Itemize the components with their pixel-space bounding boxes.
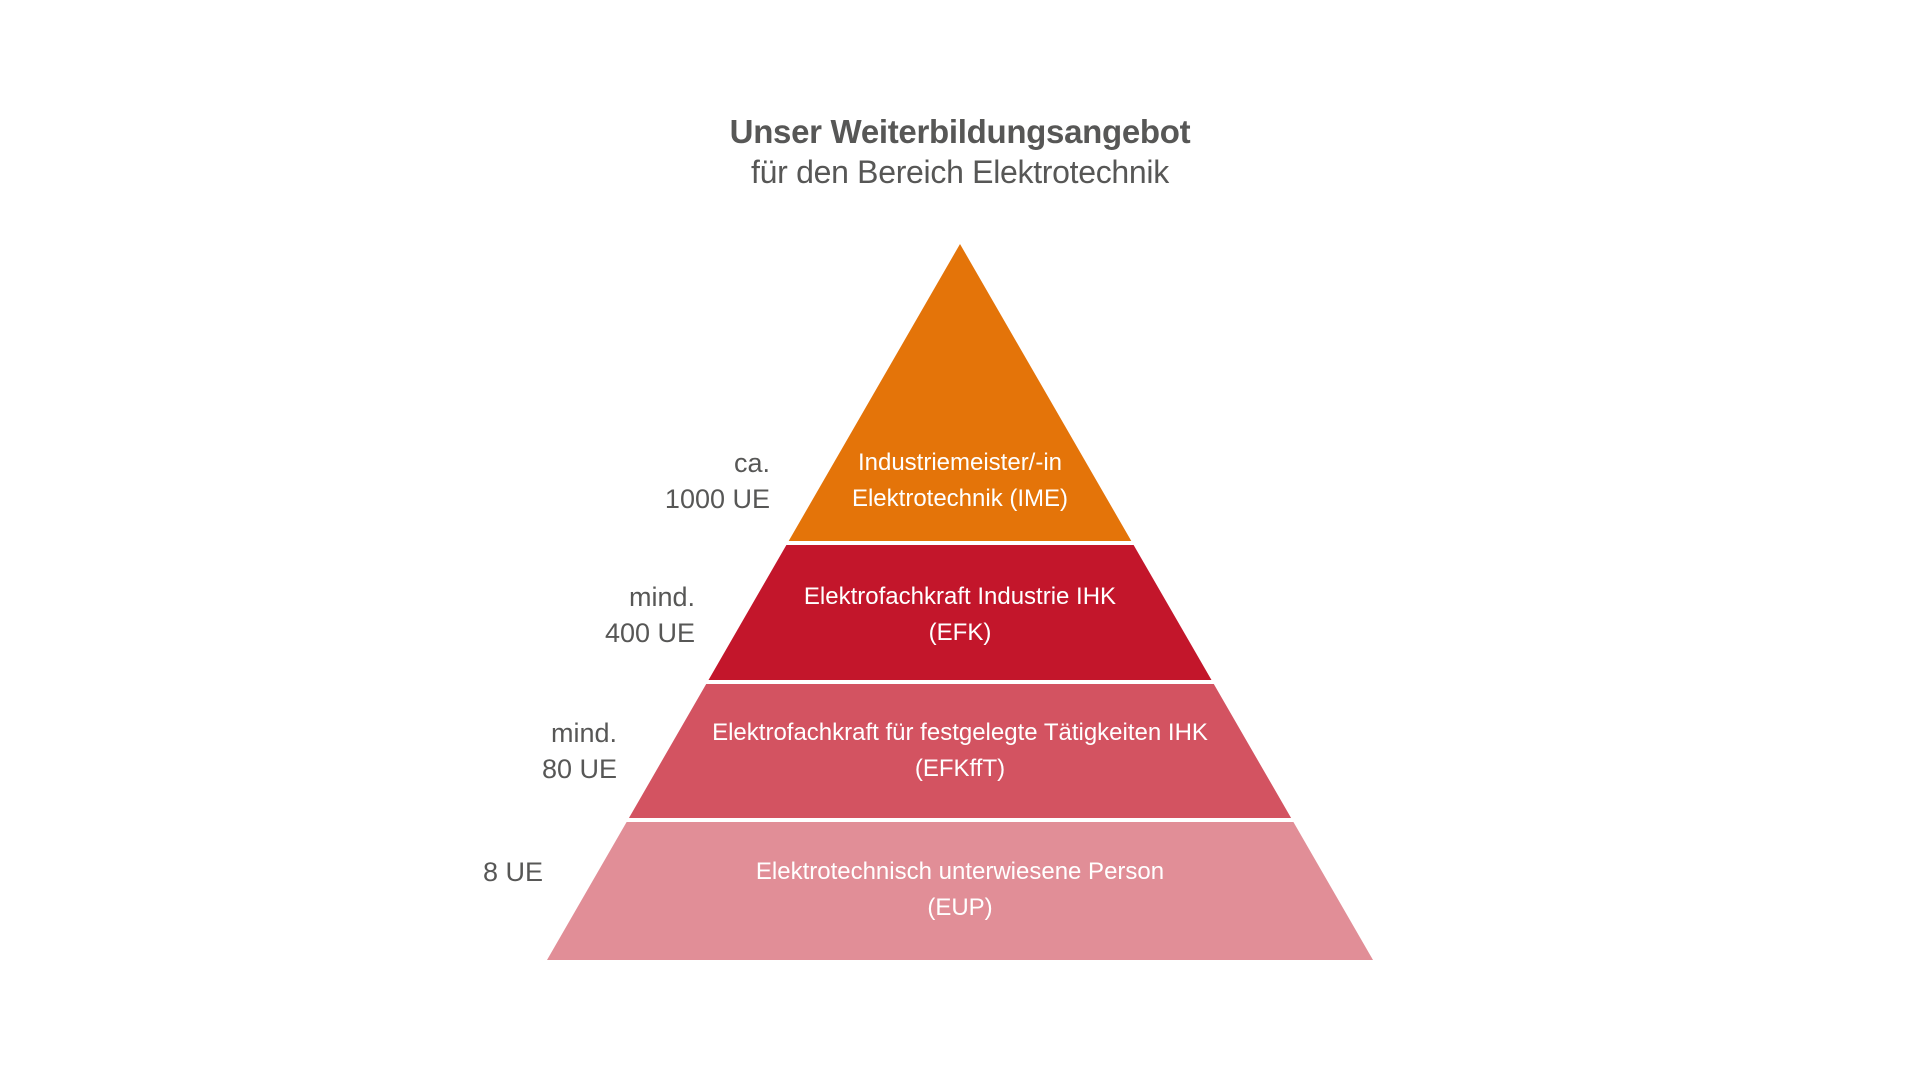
duration-label-level-2: mind. 400 UE	[395, 579, 695, 651]
level-1-label-line2: Elektrotechnik (IME)	[851, 485, 1069, 512]
duration-1-line1: ca.	[733, 448, 770, 478]
pyramid-level-4-shape	[547, 822, 1373, 960]
level-1-label-line1: Industriemeister/-in	[857, 449, 1063, 476]
duration-3-line1: mind.	[550, 718, 617, 748]
level-2-label-line2: (EFK)	[928, 619, 992, 646]
duration-2-line2: 400 UE	[604, 618, 695, 648]
pyramid-level-1-label: Industriemeister/-in Elektrotechnik (IME…	[0, 445, 1920, 517]
level-3-label-line1: Elektrofachkraft für festgelegte Tätigke…	[712, 719, 1208, 746]
duration-3-line2: 80 UE	[541, 754, 617, 784]
pyramid-level-4-label: Elektrotechnisch unterwiesene Person (EU…	[0, 854, 1920, 926]
pyramid-level-2-label: Elektrofachkraft Industrie IHK (EFK)	[0, 579, 1920, 651]
pyramid-level-3-label: Elektrofachkraft für festgelegte Tätigke…	[0, 715, 1920, 787]
level-2-label-line1: Elektrofachkraft Industrie IHK	[803, 583, 1117, 610]
level-4-label-line1: Elektrotechnisch unterwiesene Person	[755, 858, 1165, 885]
level-3-label-line2: (EFKffT)	[914, 755, 1006, 782]
title-subtitle: für den Bereich Elektrotechnik	[751, 154, 1169, 190]
level-4-label-line2: (EUP)	[927, 894, 993, 921]
duration-2-line1: mind.	[628, 582, 695, 612]
title-main: Unser Weiterbildungsangebot	[729, 113, 1191, 150]
duration-label-level-3: mind. 80 UE	[317, 715, 617, 787]
duration-label-level-1: ca. 1000 UE	[470, 445, 770, 517]
duration-4-line1: 8 UE	[482, 857, 543, 887]
duration-label-level-4: 8 UE	[243, 854, 543, 890]
page-title: Unser Weiterbildungsangebot für den Bere…	[0, 112, 1920, 192]
duration-1-line2: 1000 UE	[664, 484, 770, 514]
